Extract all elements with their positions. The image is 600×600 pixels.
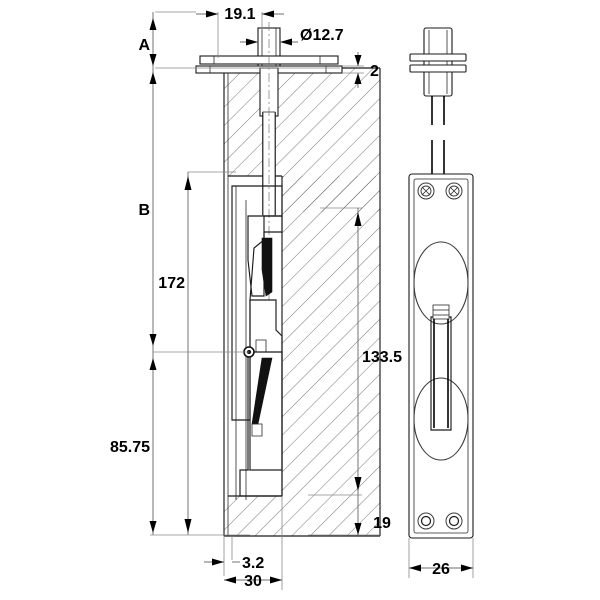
dimension-19-1: 19.1 xyxy=(196,6,284,58)
dimension-133-5: 133.5 xyxy=(308,207,402,496)
dimension-label-19: 19 xyxy=(373,515,391,532)
dimension-19: 19 xyxy=(308,495,391,536)
section-hatching xyxy=(224,68,380,536)
screw-top-right xyxy=(445,182,463,200)
dimension-label-133-5: 133.5 xyxy=(362,349,402,366)
screw-bottom-right xyxy=(445,512,463,530)
dimension-label-172: 172 xyxy=(158,275,185,292)
dimension-label-85-75: 85.75 xyxy=(110,439,150,456)
faceplate-elevation-view xyxy=(408,27,474,539)
latch-mechanism-lower xyxy=(239,351,283,497)
dimension-a: A xyxy=(138,11,340,69)
dimension-172: 172 xyxy=(158,171,236,535)
dimension-label-b: B xyxy=(138,202,150,219)
dimension-label-a: A xyxy=(138,37,150,54)
dimension-30: 30 xyxy=(224,496,283,590)
dimension-3-2: 3.2 xyxy=(204,536,264,576)
screw-top-left xyxy=(417,182,435,200)
dimension-85-75: 85.75 xyxy=(110,334,249,456)
dimension-2: 2 xyxy=(342,52,379,88)
dimension-label-26: 26 xyxy=(432,561,450,578)
dimension-label-3-2: 3.2 xyxy=(242,555,264,572)
dimension-label-diameter: Ø12.7 xyxy=(300,27,344,44)
bolt-head-assembly xyxy=(195,22,343,300)
dimension-26: 26 xyxy=(408,538,474,578)
dimension-label-2: 2 xyxy=(370,63,379,80)
dimension-label-30: 30 xyxy=(244,573,262,590)
dimension-label-19-1: 19.1 xyxy=(224,6,255,23)
latch-mechanism-upper xyxy=(231,185,283,500)
screw-bottom-left xyxy=(417,512,435,530)
dimension-b: B xyxy=(138,68,157,535)
dimension-diameter-12-7: Ø12.7 xyxy=(240,27,344,46)
